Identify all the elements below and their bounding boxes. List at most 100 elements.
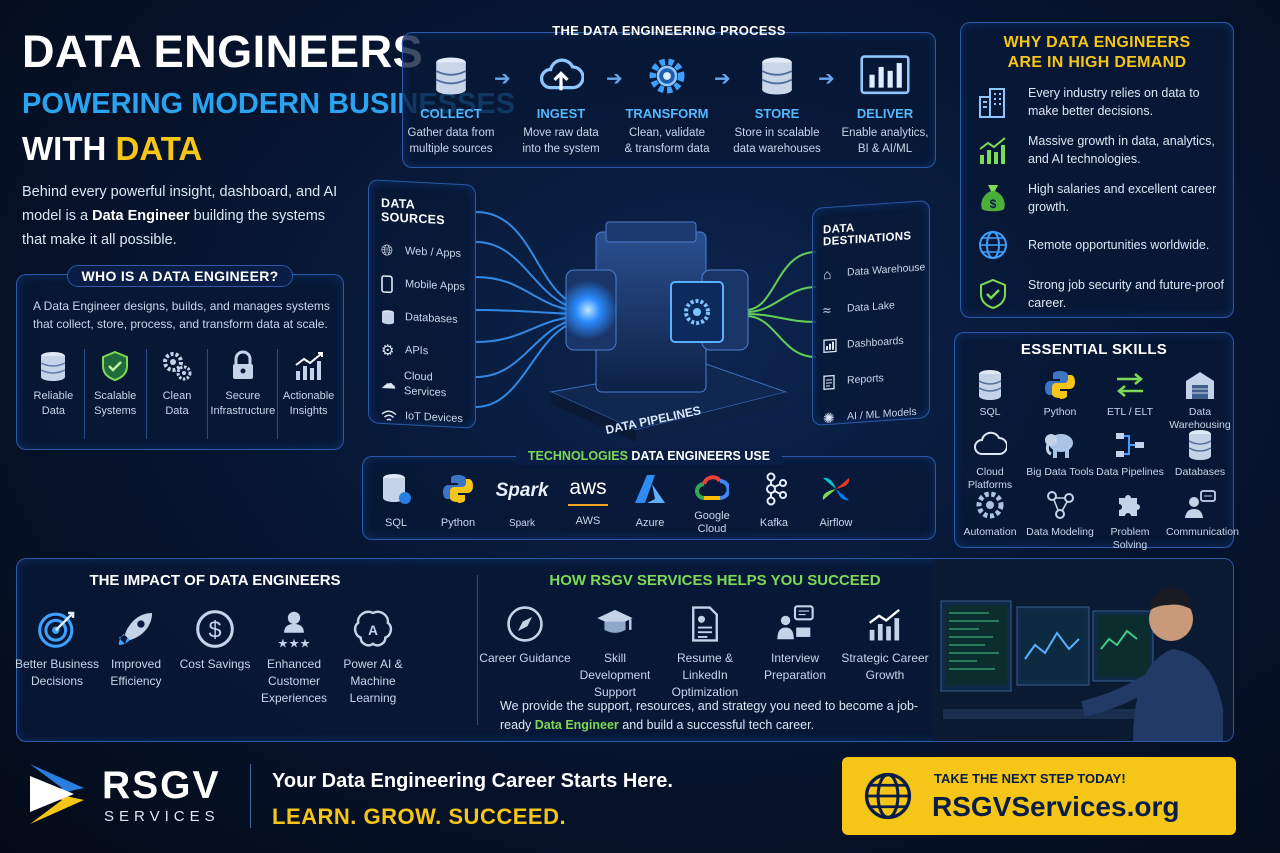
spark-icon: Spark [495, 480, 549, 501]
who-heading: WHO IS A DATA ENGINEER? [66, 265, 294, 287]
growth-chart-icon [979, 137, 1006, 164]
source-item: 🌐︎Web / Apps [381, 241, 462, 261]
resume-icon [658, 604, 752, 644]
skill-item-label: Automation [963, 526, 1017, 538]
page-subtitle-2: WITH DATA [22, 130, 203, 167]
impact-item-label: Power AI & Machine Learning [343, 657, 403, 705]
globe-icon: 🌐︎ [381, 241, 394, 260]
growth-chart-icon [294, 352, 323, 380]
skills-heading: ESSENTIAL SKILLS [1020, 341, 1168, 358]
svg-text:★★★: ★★★ [277, 637, 310, 650]
impact-item: ★★★Enhanced Customer Experiences [249, 608, 339, 707]
svg-text:A: A [368, 623, 378, 638]
tech-heading: TECHNOLOGIES DATA ENGINEERS USE [363, 447, 935, 465]
target-icon [12, 608, 102, 650]
skill-item: Big Data Tools [1026, 428, 1094, 479]
highlight-data: DATA [115, 130, 203, 167]
sources-list: 🌐︎Web / Apps Mobile Apps Databases ⚙︎API… [381, 234, 475, 437]
brand-name: RSGV [102, 764, 221, 807]
skill-item-label: Python [1043, 406, 1077, 418]
intro-text: Behind every powerful insight, dashboard… [22, 184, 338, 248]
lock-icon [232, 350, 253, 379]
database-icon [381, 308, 405, 325]
demand-item: Remote opportunities worldwide. [976, 228, 1228, 262]
brain-icon: ✺ [823, 409, 835, 426]
who-item-reliable: Reliable Data [23, 349, 85, 439]
rocket-icon [91, 608, 181, 650]
cloud-icon [956, 428, 1024, 462]
wifi-icon [381, 408, 405, 423]
source-item: Mobile Apps [381, 267, 475, 305]
azure-icon [635, 475, 665, 503]
arrow-icon: ➔ [714, 68, 731, 90]
skill-item: Python [1026, 368, 1094, 419]
kafka-icon [766, 472, 787, 506]
demand-item: $High salaries and excellent career grow… [976, 180, 1228, 216]
skill-item: Cloud Platforms [956, 428, 1024, 492]
skill-item-label: ETL / ELT [1106, 406, 1154, 418]
bar-chart-icon [860, 55, 910, 95]
svg-text:$: $ [208, 617, 221, 643]
skill-item: SQL [956, 368, 1024, 419]
source-item: ☁︎Cloud Services [381, 369, 447, 399]
ai-brain-icon: A [328, 608, 418, 650]
database-icon [761, 57, 793, 95]
source-item: IoT Devices [381, 399, 475, 437]
tech-aws: aws AWS [556, 472, 620, 529]
help-item: Strategic Career Growth [838, 604, 932, 684]
database-icon [1166, 428, 1234, 462]
process-panel: THE DATA ENGINEERING PROCESS [402, 23, 936, 168]
waves-icon: ≈ [823, 301, 831, 319]
dashboard-icon [823, 338, 847, 354]
graduation-cap-icon [568, 604, 662, 644]
page-title: DATA ENGINEERS [22, 26, 424, 77]
tech-kafka: Kafka [742, 472, 806, 531]
who-item-secure: Secure Infrastructure [208, 349, 279, 439]
impact-heading: THE IMPACT OF DATA ENGINEERS [89, 572, 341, 589]
destinations-panel: DATA DESTINATIONS ⌂Data Warehouse ≈Data … [812, 199, 930, 427]
puzzle-icon [1096, 488, 1164, 522]
source-item: Databases [381, 300, 475, 338]
step-collect: COLLECT Gather data from multiple source… [396, 54, 506, 157]
help-item: Resume & LinkedIn Optimization [658, 604, 752, 701]
cta-link[interactable]: RSGVServices.org [932, 791, 1180, 822]
cloud-upload-icon [539, 58, 584, 91]
destination-item: ✺AI / ML Models [823, 405, 917, 426]
google-cloud-icon [695, 475, 729, 500]
sql-icon [383, 474, 411, 504]
destinations-list: ⌂Data Warehouse ≈Data Lake Dashboards Re… [823, 249, 929, 436]
growth-chart-icon [838, 604, 932, 644]
gear-icon [649, 58, 685, 94]
impact-item-label: Cost Savings [179, 657, 251, 671]
step-ingest: INGEST Move raw data into the system [506, 54, 616, 157]
process-heading: THE DATA ENGINEERING PROCESS [552, 23, 786, 38]
api-icon: ⚙︎ [381, 341, 395, 360]
skill-item-label: Cloud Platforms [967, 466, 1013, 491]
impact-item: Improved Efficiency [91, 608, 181, 690]
cta-box[interactable]: TAKE THE NEXT STEP TODAY! RSGVServices.o… [842, 757, 1236, 835]
skill-item-label: Problem Solving [1110, 526, 1150, 551]
brand-sub: SERVICES [104, 808, 220, 825]
sources-heading: DATA SOURCES [381, 195, 445, 228]
impact-item: $ Cost Savings [170, 608, 260, 673]
tech-azure: Azure [618, 472, 682, 531]
dollar-icon: $ [170, 608, 260, 650]
users-stars-icon: ★★★ [249, 608, 339, 650]
footer-divider [250, 764, 251, 828]
who-description: A Data Engineer designs, builds, and man… [33, 299, 330, 331]
shield-check-icon [980, 278, 1006, 310]
bottom-panel [16, 558, 1234, 742]
who-item-clean: Clean Data [147, 349, 209, 439]
help-item: Skill Development Support [568, 604, 662, 701]
impact-item-label: Improved Efficiency [110, 657, 162, 688]
destinations-heading: DATA DESTINATIONS [823, 222, 912, 249]
cta-small: TAKE THE NEXT STEP TODAY! [934, 771, 1126, 786]
skill-item: Data Warehousing [1166, 368, 1234, 432]
sources-panel: DATA SOURCES 🌐︎Web / Apps Mobile Apps Da… [368, 179, 476, 429]
python-icon [443, 475, 473, 503]
impact-item: Better Business Decisions [12, 608, 102, 690]
aws-icon: aws [568, 472, 608, 506]
tech-airflow: Airflow [804, 472, 868, 531]
